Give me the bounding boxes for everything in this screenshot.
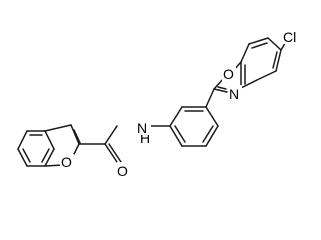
carbonyl-oxygen-label: O bbox=[117, 163, 128, 179]
amide-group bbox=[78, 125, 122, 163]
furan-oxygen-label: O bbox=[61, 154, 72, 170]
oxazole-nitrogen-label: N bbox=[229, 86, 239, 102]
oxazole-oxygen-label: O bbox=[223, 66, 234, 82]
molecule-diagram: O O H N O N Cl bbox=[17, 28, 302, 179]
benzofuran-benzene-ring bbox=[17, 130, 55, 167]
central-phenyl-ring bbox=[145, 106, 219, 147]
chlorine-label: Cl bbox=[283, 29, 296, 45]
amide-nitrogen-label: N bbox=[137, 120, 147, 136]
atom-labels: O O H N O N Cl bbox=[60, 28, 302, 179]
amide-hydrogen-label: H bbox=[140, 130, 150, 146]
structure-canvas: O O H N O N Cl bbox=[17, 28, 302, 179]
benzoxazole-benzene-ring bbox=[240, 37, 288, 89]
